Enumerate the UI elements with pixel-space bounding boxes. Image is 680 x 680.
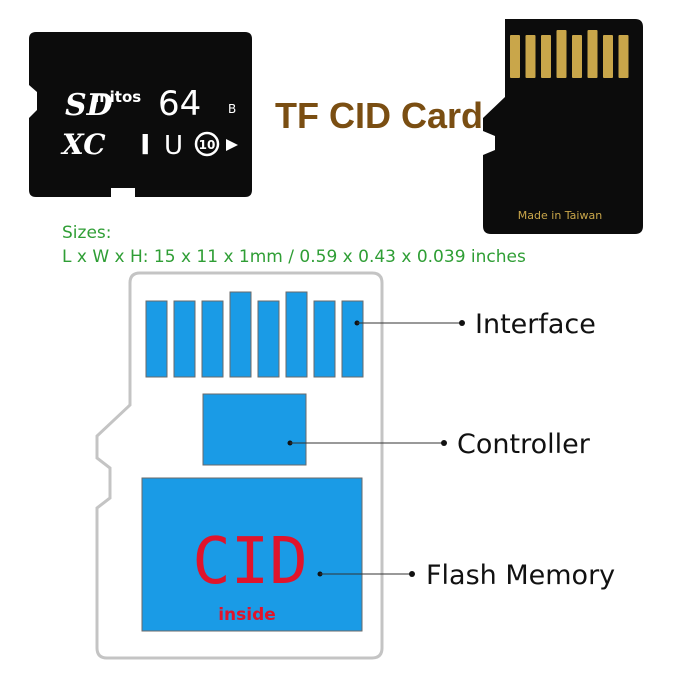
interface-pin (257, 300, 280, 378)
interface-pin (201, 300, 224, 378)
front-card-brand-mark: SD (65, 88, 113, 123)
gold-contact (603, 35, 613, 78)
front-card-speed-class: 10 (199, 138, 216, 152)
gold-contact (572, 35, 582, 78)
cid-inside-text: inside (218, 605, 276, 625)
page-title: TF CID Card (275, 95, 483, 136)
gold-contact (556, 30, 567, 78)
callout-interface: Interface (354, 309, 596, 340)
play-arrow-icon (226, 139, 238, 151)
gold-contact (618, 35, 629, 78)
speed-class-circle (194, 131, 220, 157)
gold-contact (525, 35, 536, 78)
front-card-brand: mitos (94, 88, 141, 106)
interface-pin (145, 300, 168, 378)
gold-contact (510, 35, 520, 78)
interface-pin (173, 300, 196, 378)
back-card: Made in Taiwan (483, 19, 643, 234)
back-card-contacts (510, 30, 629, 78)
front-card-uhs: I (140, 128, 150, 161)
callout-controller-end-dot (441, 440, 447, 446)
card-diagram: CID inside (95, 271, 384, 660)
interface-pin (341, 300, 364, 378)
interface-pin (229, 291, 252, 378)
front-card-format: XC (60, 128, 106, 161)
front-card-capacity: 64 (158, 84, 201, 124)
interface-pin (285, 291, 308, 378)
front-card-grade: B (228, 102, 236, 116)
gold-contact (541, 35, 551, 78)
callout-interface-end-dot (459, 320, 465, 326)
controller-block (202, 393, 307, 466)
label-controller: Controller (457, 429, 591, 460)
callout-flash-memory: Flash Memory (317, 560, 615, 591)
front-card: SD mitos 64 B XC I U 10 (29, 32, 252, 197)
label-interface: Interface (475, 309, 596, 340)
label-flash-memory: Flash Memory (426, 560, 615, 591)
back-card-made-in: Made in Taiwan (518, 209, 602, 222)
gold-contact (587, 30, 598, 78)
flash-memory-block (141, 477, 363, 632)
callout-controller: Controller (287, 429, 591, 460)
cid-text: CID (192, 525, 308, 599)
interface-pins (145, 291, 364, 378)
front-card-body (29, 32, 252, 197)
sizes-heading: Sizes: (62, 223, 111, 243)
front-card-uhs-speed: U (164, 131, 183, 161)
interface-pin (313, 300, 336, 378)
callout-flash-end-dot (409, 571, 415, 577)
sizes-dimensions: L x W x H: 15 x 11 x 1mm / 0.59 x 0.43 x… (62, 247, 526, 267)
